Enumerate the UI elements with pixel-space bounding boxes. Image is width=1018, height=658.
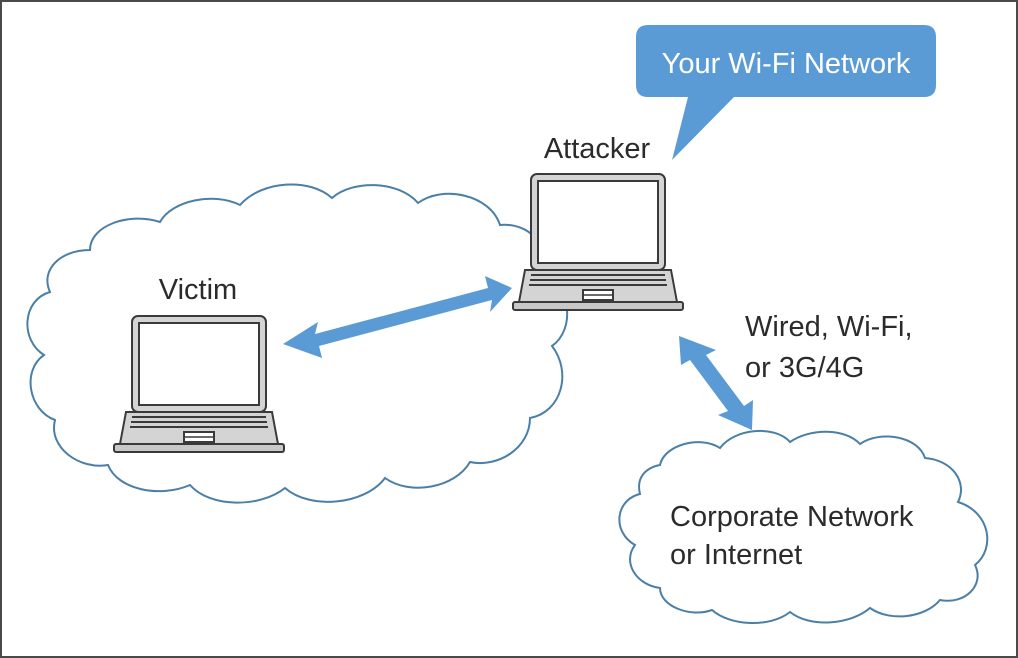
victim-label: Victim [159, 274, 237, 306]
victim-laptop [113, 315, 285, 453]
bubble-text: Your Wi-Fi Network [662, 48, 911, 80]
corporate-label-line1: Corporate Network [670, 501, 914, 533]
attacker-label: Attacker [544, 133, 651, 165]
corporate-cloud [618, 430, 989, 624]
uplink-label-line1: Wired, Wi-Fi, [745, 311, 913, 343]
attacker-laptop [512, 173, 684, 311]
victim-attacker-arrow [283, 276, 512, 358]
uplink-label-line2: or 3G/4G [745, 352, 864, 384]
corporate-label-line2: or Internet [670, 539, 802, 571]
speech-bubble: Your Wi-Fi Network [636, 25, 936, 160]
attacker-corporate-arrow [679, 336, 753, 430]
